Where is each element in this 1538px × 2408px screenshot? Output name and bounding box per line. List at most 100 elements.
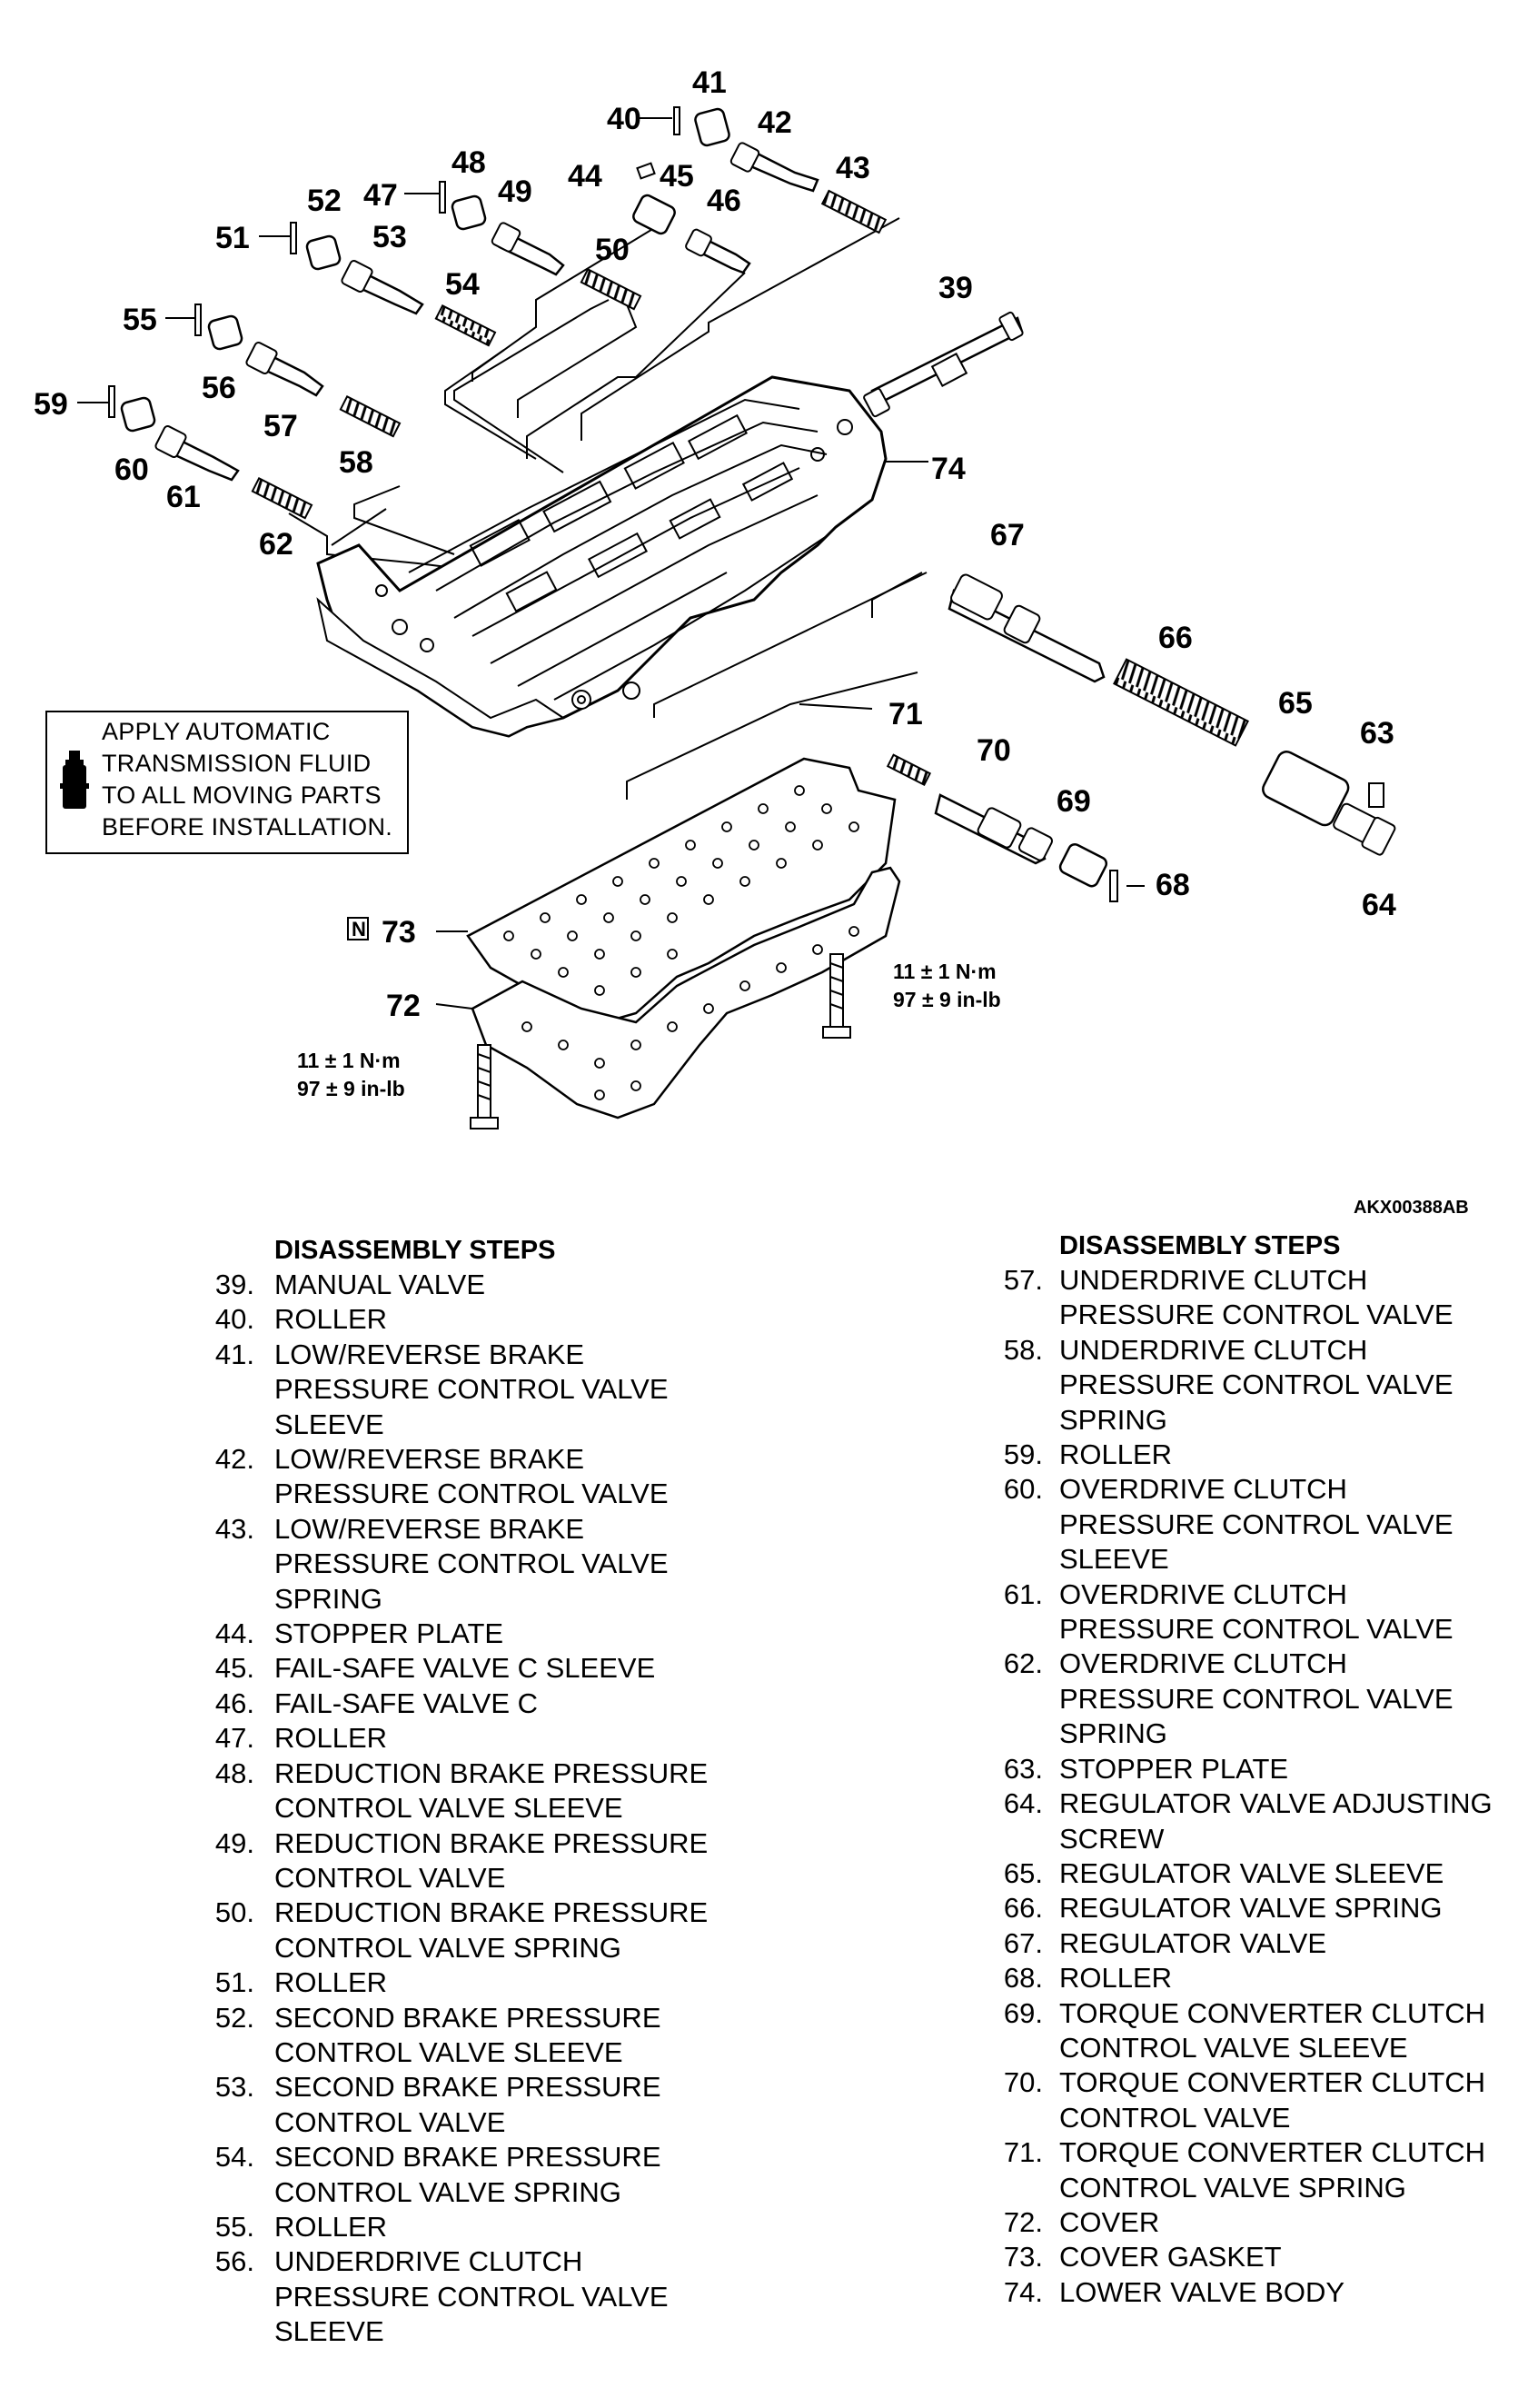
step-item: 54.SECOND BRAKE PRESSURE CONTROL VALVE S…	[211, 2140, 774, 2210]
callout-67: 67	[990, 518, 1025, 552]
step-text: REGULATOR VALVE	[1059, 1926, 1327, 1959]
sleeve-56	[207, 314, 243, 351]
gasket-holes	[503, 785, 859, 1100]
step-item: 53. SECOND BRAKE PRESSURE CONTROL VALVE	[211, 2070, 774, 2140]
step-item: 50.REDUCTION BRAKE PRESSURE CONTROL VALV…	[211, 1896, 774, 1965]
manual-valve	[863, 311, 1024, 418]
valve-49	[491, 222, 565, 276]
step-number: 47.	[214, 1722, 254, 1755]
step-text: UNDERDRIVE CLUTCH PRESSURE CONTROL VALVE…	[274, 2245, 669, 2348]
step-number: 53.	[214, 2071, 254, 2104]
step-number: 45.	[214, 1652, 254, 1685]
step-item: 49.REDUCTION BRAKE PRESSURE CONTROL VALV…	[211, 1826, 774, 1896]
step-item: 67.REGULATOR VALVE	[999, 1926, 1535, 1961]
step-item: 73.COVER GASKET	[999, 2240, 1535, 2274]
step-item: 60.OVERDRIVE CLUTCH PRESSURE CONTROL VAL…	[999, 1472, 1535, 1577]
step-item: 52. SECOND BRAKE PRESSURE CONTROL VALVE S…	[211, 2001, 774, 2071]
step-text: LOW/REVERSE BRAKE PRESSURE CONTROL VALVE	[274, 1443, 669, 1510]
callout-40: 40	[607, 102, 641, 136]
callout-47: 47	[363, 178, 398, 213]
step-text: SECOND BRAKE PRESSURE CONTROL VALVE	[274, 2071, 661, 2138]
regulator-valve-spring	[1113, 658, 1249, 747]
step-number: 44.	[214, 1617, 254, 1650]
step-item: 47. ROLLER	[211, 1721, 774, 1756]
step-number: 52.	[214, 2001, 254, 2034]
exploded-view-diagram: 39 40 41 42 43 44 45 46 47 48 49 50 51 5…	[34, 65, 1396, 1129]
sleeve-41	[694, 107, 730, 147]
note-line-2: TRANSMISSION FLUID	[102, 750, 372, 777]
step-item: 68. ROLLER	[999, 1961, 1535, 1995]
step-text: MANUAL VALVE	[274, 1269, 486, 1300]
callout-49: 49	[498, 174, 532, 209]
step-text: STOPPER PLATE	[1059, 1752, 1289, 1785]
roller-47	[439, 181, 446, 214]
step-text: COVER	[1059, 2205, 1160, 2238]
valve-61	[154, 425, 240, 482]
step-item: 72.COVER	[999, 2205, 1535, 2240]
spring-62	[251, 476, 313, 520]
step-item: 59.ROLLER	[999, 1438, 1535, 1472]
new-part-marker: N	[347, 917, 369, 940]
callout-55: 55	[123, 303, 157, 337]
callout-64: 64	[1362, 888, 1396, 922]
spring-43	[820, 189, 888, 234]
step-number: 60.	[1003, 1473, 1043, 1506]
step-text: ROLLER	[274, 1722, 388, 1755]
note-line-4: BEFORE INSTALLATION.	[102, 813, 393, 841]
step-number: 68.	[1003, 1962, 1043, 1995]
cover	[471, 866, 901, 1119]
svg-text:N: N	[352, 918, 366, 940]
callout-51: 51	[215, 221, 250, 255]
torque-left-imperial: 97 ± 9 in-lb	[297, 1077, 405, 1100]
valve-53	[341, 260, 424, 315]
step-item: 64.REGULATOR VALVE ADJUSTING SCREW	[999, 1786, 1535, 1856]
step-item: 48.REDUCTION BRAKE PRESSURE CONTROL VALV…	[211, 1756, 774, 1826]
lower-valve-body	[316, 375, 888, 738]
step-number: 73.	[1003, 2241, 1043, 2274]
note-line-3: TO ALL MOVING PARTS	[102, 781, 382, 809]
roller-51	[290, 222, 297, 254]
steps-list: 57. UNDERDRIVE CLUTCH PRESSURE CONTROL VA…	[999, 1263, 1535, 2310]
step-number: 43.	[214, 1512, 254, 1545]
steps-heading: DISASSEMBLY STEPS	[274, 1236, 556, 1265]
callout-74: 74	[931, 452, 966, 486]
spring-50	[580, 267, 642, 311]
sleeve-48	[451, 194, 487, 231]
callout-48: 48	[451, 145, 486, 180]
step-text: TORQUE CONVERTER CLUTCH CONTROL VALVE SP…	[1059, 2136, 1486, 2204]
step-text: LOW/REVERSE BRAKE PRESSURE CONTROL VALVE…	[274, 1512, 669, 1615]
callout-46: 46	[707, 184, 741, 218]
step-text: SECOND BRAKE PRESSURE CONTROL VALVE SLEE…	[274, 2001, 661, 2068]
callout-70: 70	[977, 733, 1011, 768]
tcc-control-valve	[934, 793, 1053, 865]
step-text: ROLLER	[1059, 1962, 1173, 1995]
callout-42: 42	[758, 105, 792, 140]
bolt-right	[822, 953, 851, 1039]
callout-numbers: 39 40 41 42 43 44 45 46 47 48 49 50 51 5…	[34, 65, 1396, 1023]
step-item: 44.STOPPER PLATE	[211, 1617, 774, 1651]
step-text: UNDERDRIVE CLUTCH PRESSURE CONTROL VALVE…	[1059, 1333, 1454, 1436]
spring-54	[434, 303, 497, 347]
note-line-1: APPLY AUTOMATIC	[102, 718, 331, 745]
callout-45: 45	[660, 159, 694, 194]
valve-42	[729, 142, 819, 193]
step-item: 62.OVERDRIVE CLUTCH PRESSURE CONTROL VAL…	[999, 1647, 1535, 1751]
step-number: 70.	[1003, 2066, 1043, 2099]
step-item: 61.OVERDRIVE CLUTCH PRESSURE CONTROL VAL…	[999, 1577, 1535, 1647]
step-number: 69.	[1003, 1996, 1043, 2029]
step-number: 55.	[214, 2210, 254, 2243]
step-item: 39.MANUAL VALVE	[211, 1268, 774, 1302]
stopper-plate-44	[636, 162, 656, 180]
callout-39: 39	[938, 271, 973, 305]
step-text: UNDERDRIVE CLUTCH PRESSURE CONTROL VALVE	[1059, 1264, 1454, 1331]
stopper-plate-63	[1368, 782, 1384, 808]
step-number: 56.	[214, 2245, 254, 2278]
step-text: REDUCTION BRAKE PRESSURE CONTROL VALVE S…	[274, 1756, 709, 1825]
step-text: REDUCTION BRAKE PRESSURE CONTROL VALVE S…	[274, 1896, 709, 1964]
callout-44: 44	[568, 159, 602, 194]
callout-72: 72	[386, 989, 421, 1023]
tcc-valve-sleeve	[1058, 843, 1108, 888]
step-number: 57.	[1003, 1264, 1043, 1296]
step-text: REGULATOR VALVE SLEEVE	[1059, 1856, 1444, 1889]
